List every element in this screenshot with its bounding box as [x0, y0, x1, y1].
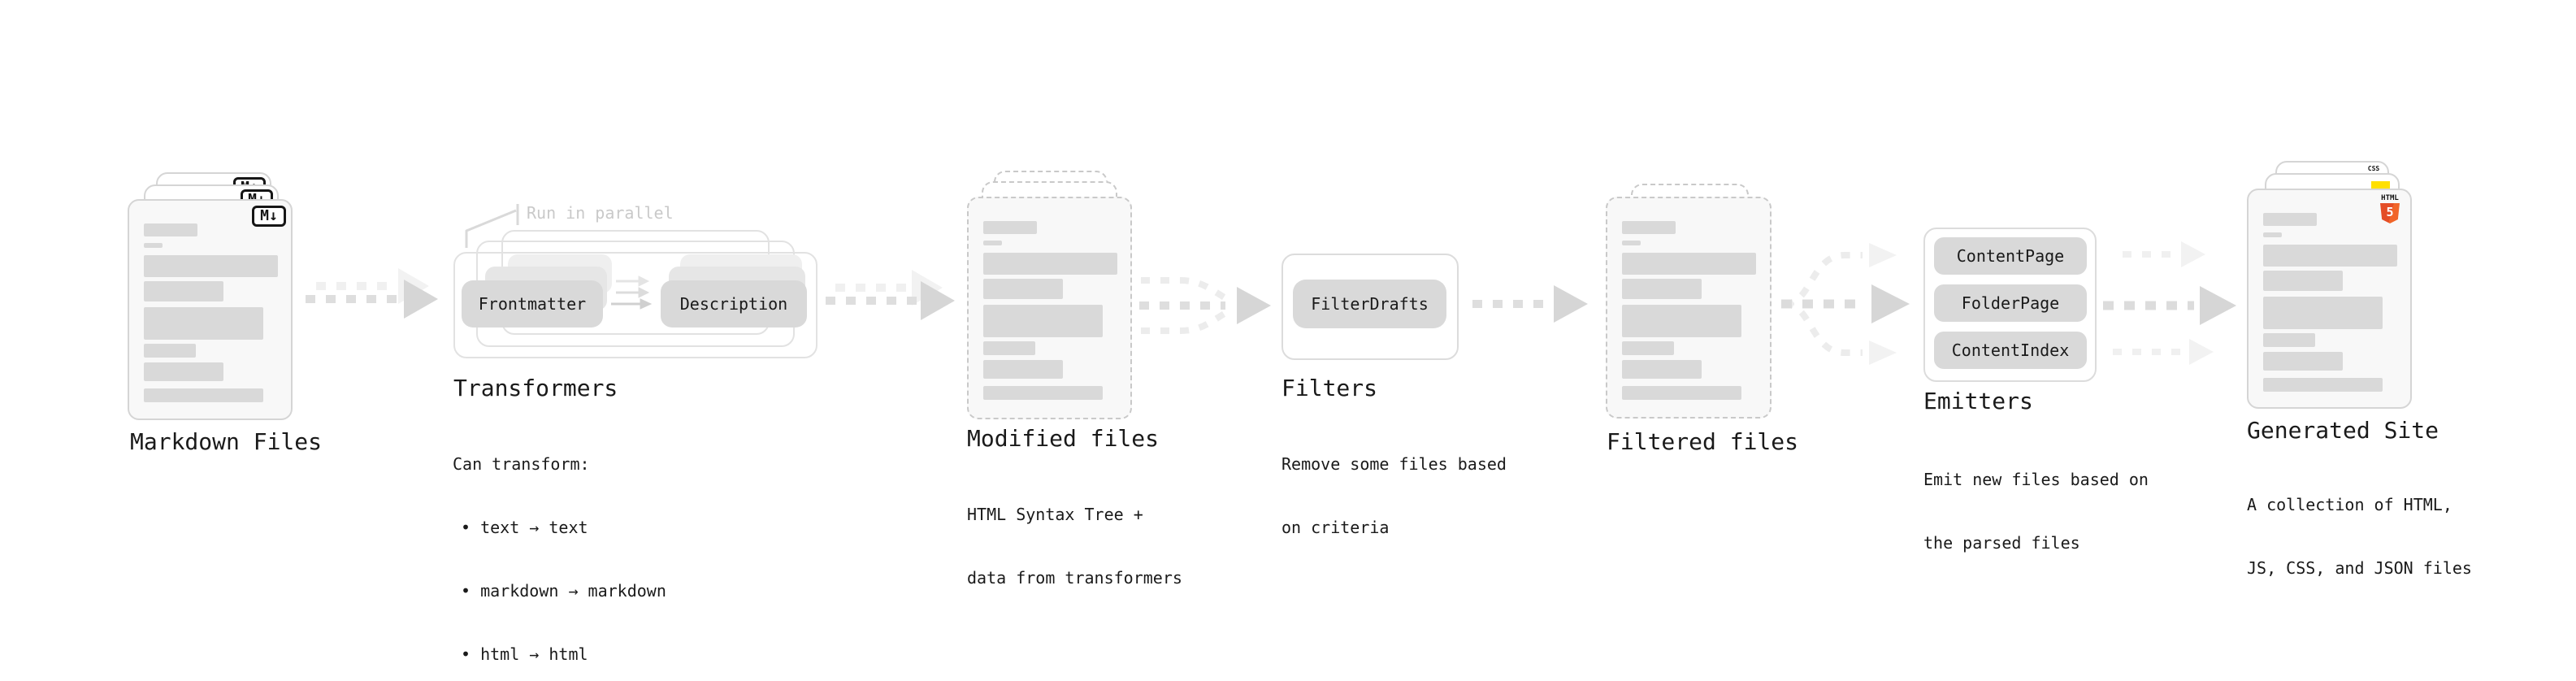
- stage-label-transformers: Transformers: [453, 375, 618, 401]
- placeholder-text-bar: [1622, 253, 1756, 275]
- run-in-parallel-callout-line: [465, 204, 519, 248]
- placeholder-text-bar: [2263, 245, 2397, 267]
- html5-icon: HTML 5: [2379, 194, 2400, 223]
- chip-contentpage: ContentPage: [1934, 237, 2087, 275]
- placeholder-text-bar: [1622, 305, 1741, 337]
- stage-label-emitters: Emitters: [1923, 388, 2033, 414]
- placeholder-text-bar: [2263, 232, 2282, 237]
- desc-line: the parsed files: [1923, 533, 2080, 553]
- placeholder-text-bar: [144, 344, 196, 358]
- stage-label-markdown-files: Markdown Files: [130, 428, 323, 455]
- stage-description: Can transform: • text → text • markdown …: [453, 411, 666, 681]
- placeholder-text-bar: [2263, 352, 2343, 371]
- placeholder-text-bar: [983, 341, 1035, 355]
- run-in-parallel-annotation: Run in parallel: [527, 203, 674, 223]
- stage-description: HTML Syntax Tree + data from transformer…: [967, 462, 1182, 631]
- html5-numeral: 5: [2386, 205, 2394, 219]
- placeholder-text-bar: [983, 253, 1117, 275]
- desc-line: Remove some files based: [1281, 454, 1507, 474]
- desc-line: Emit new files based on: [1923, 470, 2149, 489]
- placeholder-text-bar: [144, 243, 163, 248]
- placeholder-text-bar: [1622, 360, 1702, 379]
- placeholder-text-bar: [144, 362, 223, 381]
- stage-description: Emit new files based on the parsed files: [1923, 427, 2149, 596]
- desc-bullet: • html → html: [461, 644, 588, 664]
- arrow-filtered-to-emitters: [1781, 243, 1910, 365]
- file-card-dashed: [967, 197, 1132, 419]
- placeholder-text-bar: [144, 223, 197, 236]
- arrow-modified-to-filters: [1139, 277, 1271, 334]
- desc-line: JS, CSS, and JSON files: [2247, 558, 2472, 578]
- placeholder-text-bar: [2263, 213, 2317, 226]
- parallel-stream-arrows: [611, 275, 653, 310]
- css-wordmark: CSS: [2367, 165, 2380, 172]
- stage-description: Remove some files based on criteria: [1281, 411, 1507, 580]
- placeholder-text-bar: [983, 221, 1037, 234]
- placeholder-text-bar: [2263, 271, 2343, 291]
- arrow-markdown-to-transformers: [306, 268, 438, 319]
- placeholder-text-bar: [2263, 297, 2383, 329]
- javascript-icon: [2371, 181, 2390, 189]
- desc-bullet: • text → text: [461, 518, 588, 537]
- placeholder-text-bar: [1622, 341, 1674, 355]
- placeholder-text-bar: [2263, 333, 2315, 347]
- placeholder-text-bar: [983, 241, 1002, 245]
- stage-description: A collection of HTML, JS, CSS, and JSON …: [2247, 452, 2472, 621]
- arrow-transformers-to-modified: [826, 270, 955, 320]
- placeholder-text-bar: [983, 305, 1103, 337]
- desc-line: data from transformers: [967, 568, 1182, 588]
- placeholder-text-bar: [144, 388, 263, 402]
- desc-bullet: • markdown → markdown: [461, 581, 666, 601]
- chip-folderpage: FolderPage: [1934, 284, 2087, 322]
- placeholder-text-bar: [144, 307, 263, 340]
- placeholder-text-bar: [1622, 221, 1676, 234]
- placeholder-text-bar: [983, 360, 1063, 379]
- stage-label-generated-site: Generated Site: [2247, 417, 2439, 444]
- placeholder-text-bar: [144, 281, 223, 301]
- chip-description: Description: [661, 280, 807, 327]
- chip-filterdrafts: FilterDrafts: [1293, 280, 1446, 328]
- placeholder-text-bar: [1622, 279, 1702, 299]
- arrow-filters-to-filtered: [1472, 285, 1588, 323]
- placeholder-text-bar: [2263, 378, 2383, 392]
- stage-label-filtered-files: Filtered files: [1607, 428, 1799, 455]
- placeholder-text-bar: [1622, 241, 1641, 245]
- html5-shield: 5: [2380, 203, 2400, 223]
- placeholder-text-bar: [1622, 386, 1741, 400]
- markdown-icon: M↓: [252, 206, 286, 227]
- html5-wordmark: HTML: [2381, 194, 2399, 202]
- file-card: HTML 5: [2247, 189, 2412, 409]
- placeholder-text-bar: [983, 386, 1103, 400]
- placeholder-text-bar: [144, 255, 278, 277]
- desc-line: on criteria: [1281, 518, 1390, 537]
- stage-label-modified-files: Modified files: [967, 425, 1160, 452]
- chip-frontmatter: Frontmatter: [462, 280, 603, 327]
- desc-line: HTML Syntax Tree +: [967, 505, 1143, 524]
- desc-line: Can transform:: [453, 454, 590, 474]
- file-card-dashed: [1606, 197, 1772, 419]
- stage-label-filters: Filters: [1281, 375, 1378, 401]
- file-card: M↓: [128, 199, 293, 420]
- transformer-stack-box: [453, 252, 817, 358]
- arrow-emitters-to-generated: [2103, 241, 2236, 365]
- desc-line: A collection of HTML,: [2247, 495, 2452, 514]
- placeholder-text-bar: [983, 279, 1063, 299]
- chip-contentindex: ContentIndex: [1934, 332, 2087, 369]
